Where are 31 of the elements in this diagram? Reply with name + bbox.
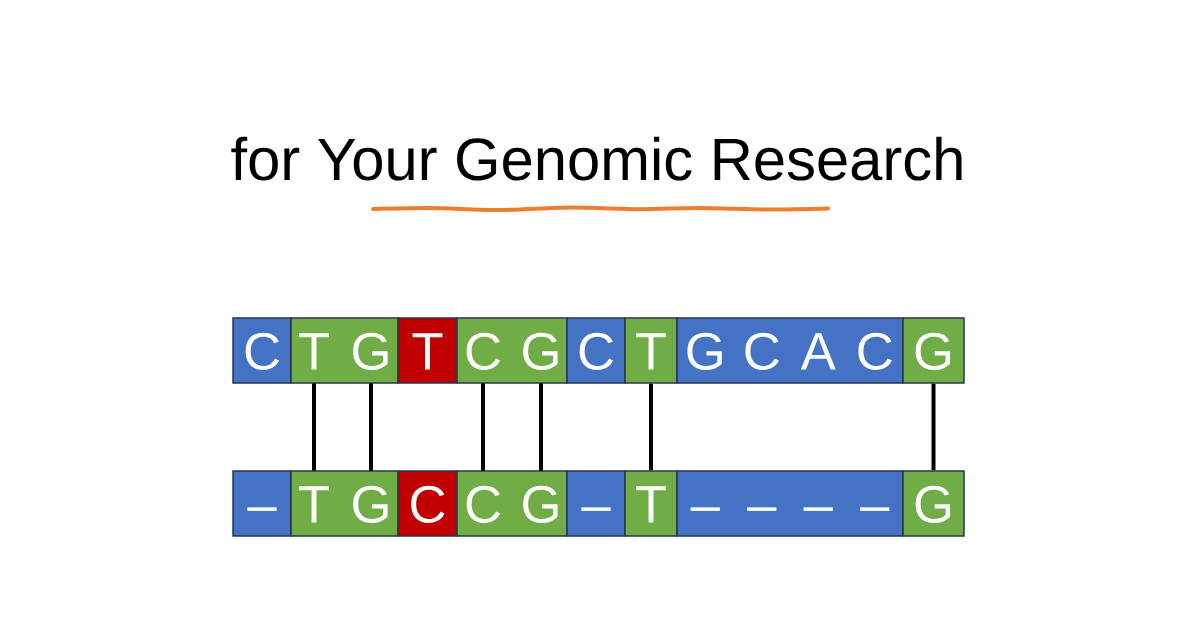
base-cell: C <box>566 317 626 384</box>
base-cell: – <box>232 470 292 537</box>
title: for Your Genomic Research <box>231 136 962 181</box>
match-line <box>539 383 543 471</box>
base-cell: C <box>397 470 458 537</box>
sequence-block <box>456 317 568 384</box>
base-letter: G <box>353 332 388 370</box>
sequence-block <box>290 470 399 537</box>
sequence-block: G C A C <box>676 317 904 384</box>
base-letter: T <box>299 486 329 523</box>
base-cell: G <box>902 317 965 384</box>
base-letter: C <box>466 332 501 370</box>
base-letter: T <box>299 333 329 370</box>
sequence-block: – – – – <box>676 470 904 537</box>
match-line <box>369 383 373 471</box>
sequence-block <box>456 470 568 537</box>
base-letter: C <box>466 485 501 523</box>
sequence-block <box>290 317 399 384</box>
match-line <box>312 383 316 471</box>
match-line <box>931 383 936 471</box>
match-line <box>649 383 653 471</box>
base-cell: T <box>624 317 678 384</box>
base-letter: G <box>523 332 558 370</box>
base-letter: G <box>523 485 558 523</box>
match-line <box>481 383 485 471</box>
base-cell: T <box>624 470 678 537</box>
base-cell: C <box>232 317 292 384</box>
base-cell: G <box>902 470 965 537</box>
base-cell: – <box>566 470 626 537</box>
base-cell: T <box>397 317 458 384</box>
base-letter: G <box>353 485 388 523</box>
